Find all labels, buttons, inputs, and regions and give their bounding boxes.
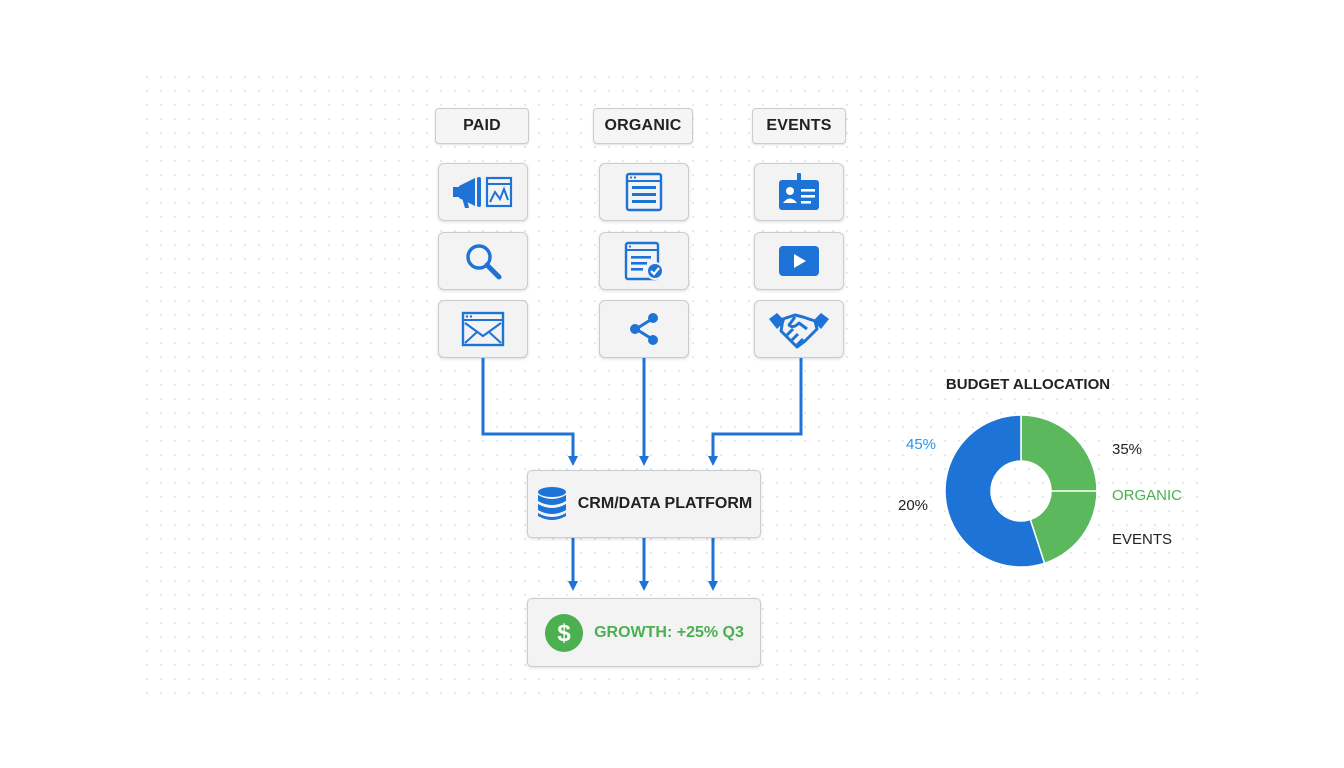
growth-label: GROWTH: +25% Q3 [594,623,744,641]
pie-label-left-top: 45% [906,436,937,453]
handshake-icon [769,313,829,349]
svg-text:$: $ [557,620,571,647]
platform-label: CRM/DATA PLATFORM [577,495,753,512]
events-video-tile[interactable] [754,232,844,290]
donut-slice-2 [944,414,1046,568]
content-approved-icon [624,241,664,281]
badge-icon [779,173,819,210]
paid-email-tile[interactable] [438,300,528,358]
column-header-events: EVENTS [752,108,846,144]
crm-data-platform-box[interactable]: CRM/DATA PLATFORM [527,470,761,538]
events-partnership-tile[interactable] [754,300,844,358]
megaphone-ad-icon [453,176,513,208]
organic-share-tile[interactable] [599,300,689,358]
article-icon [625,172,663,212]
pie-label-left-mid: 20% [898,497,929,514]
paid-ads-tile[interactable] [438,163,528,221]
events-to-platform-arrow [708,358,803,466]
pie-label-right-top: 35% [1112,441,1143,458]
paid-to-platform-arrow [481,358,578,466]
organic-article-tile[interactable] [599,163,689,221]
donut-slice-1 [1020,414,1098,565]
organic-content-tile[interactable] [599,232,689,290]
growth-box[interactable]: $ GROWTH: +25% Q3 [527,598,761,667]
pie-label-events: EVENTS [1112,531,1173,548]
paid-search-tile[interactable] [438,232,528,290]
video-play-icon [779,246,819,276]
dollar-icon: $ [545,613,584,652]
column-header-organic: ORGANIC [593,108,693,144]
email-icon [461,311,505,347]
database-icon [537,487,566,520]
chart-title: BUDGET ALLOCATION [945,376,1111,393]
search-icon [466,244,502,280]
column-header-paid: PAID [435,108,529,144]
share-icon [630,313,658,345]
events-badge-tile[interactable] [754,163,844,221]
pie-label-organic: ORGANIC [1112,487,1183,504]
